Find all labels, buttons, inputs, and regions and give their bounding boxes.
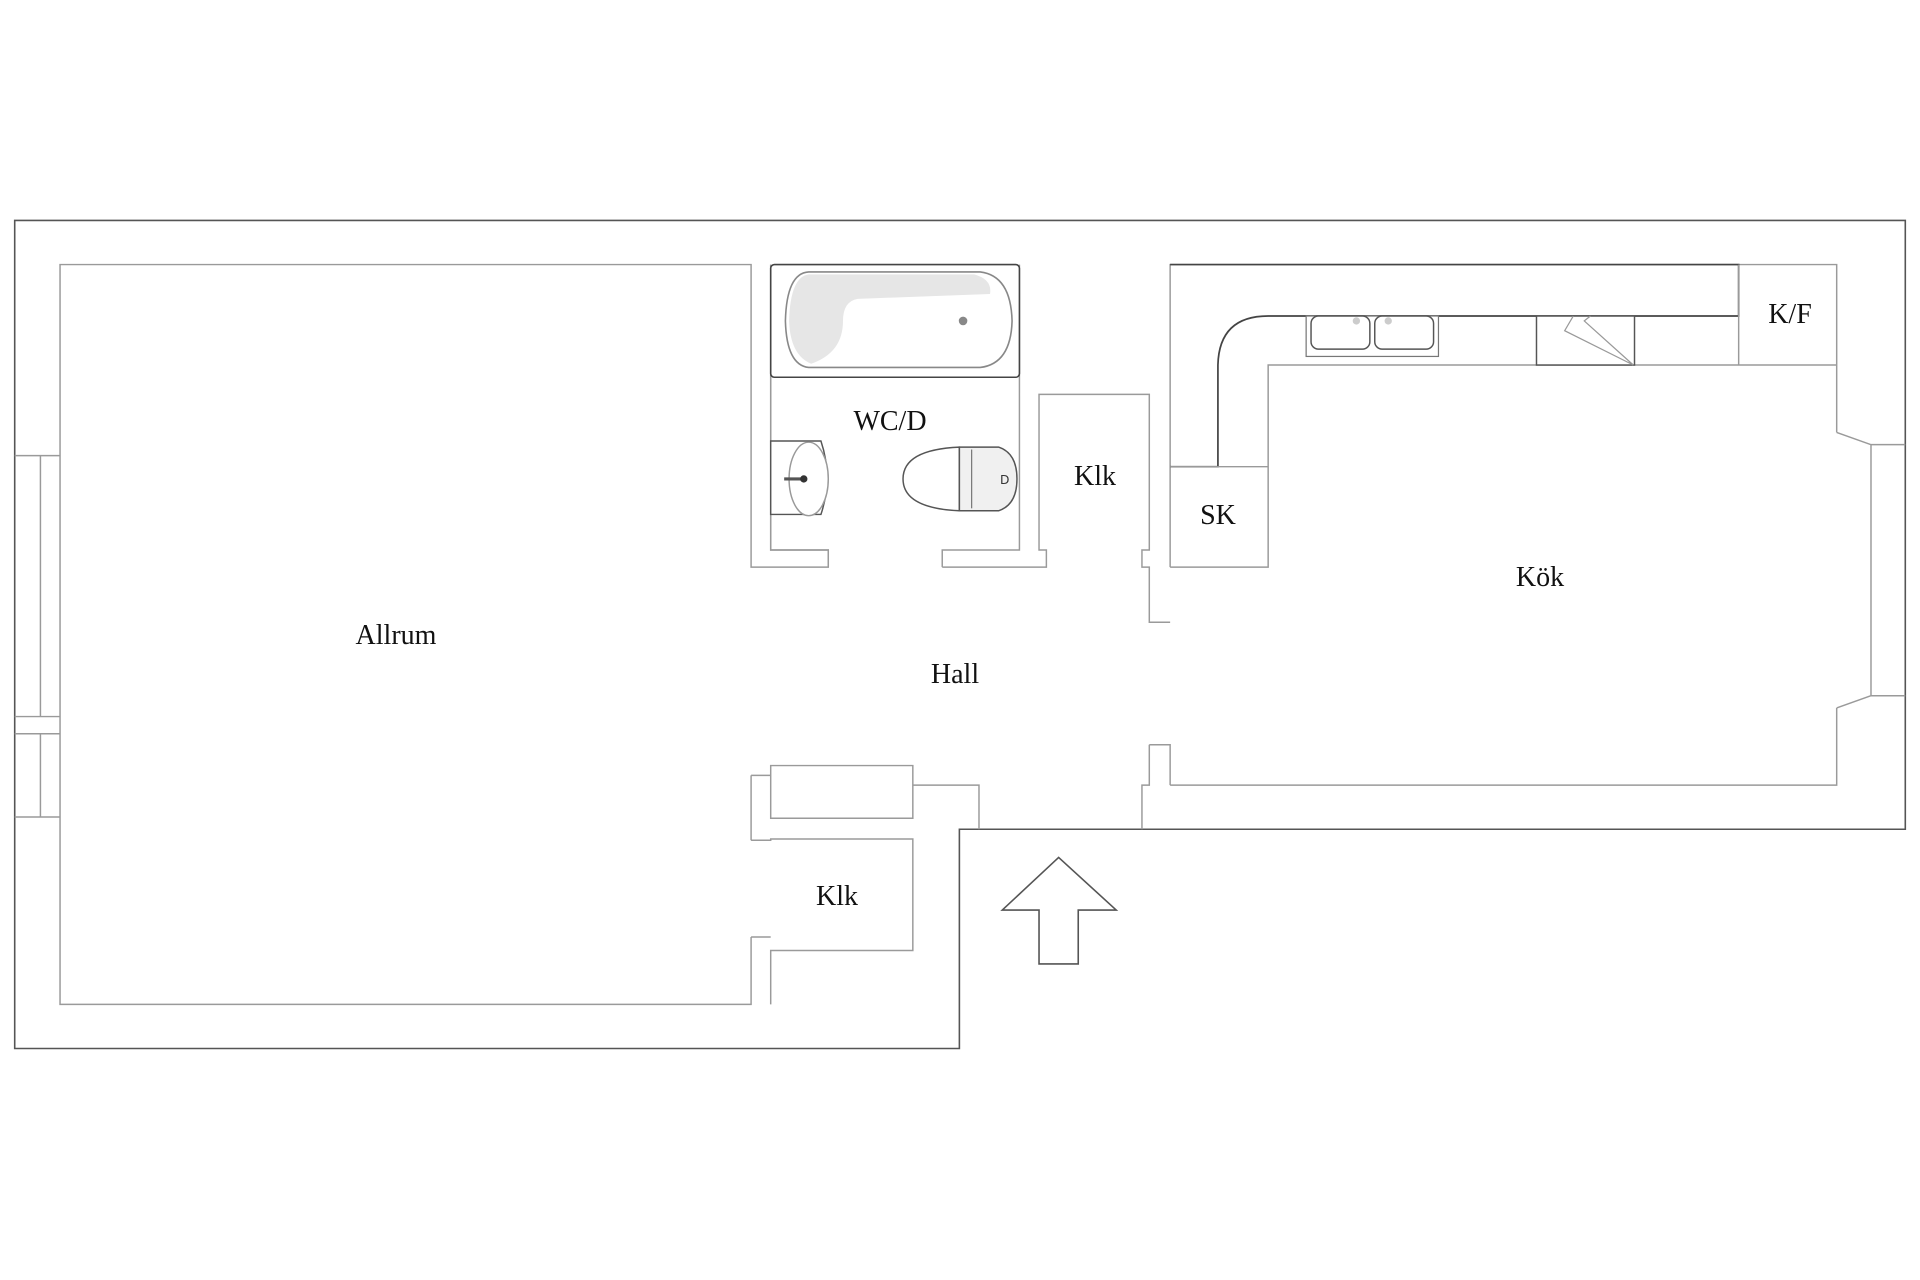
allrum-wall bbox=[59, 263, 830, 1006]
room-label-hall: Hall bbox=[930, 659, 980, 690]
kitchen-window bbox=[1836, 431, 1906, 709]
room-label-klk-upper: Klk bbox=[1074, 461, 1116, 492]
outer-wall bbox=[13, 219, 1907, 1050]
bathtub-icon bbox=[769, 263, 1021, 379]
entrance-arrow-icon[interactable] bbox=[1000, 856, 1119, 965]
kitchen-wall bbox=[1169, 263, 1838, 786]
wcd-wall bbox=[769, 264, 1171, 623]
svg-text:D: D bbox=[1000, 473, 1009, 487]
room-label-klk-lower: Klk bbox=[816, 881, 858, 912]
room-label-kok: Kök bbox=[1515, 562, 1565, 593]
hall-wall-lower bbox=[751, 764, 980, 1005]
room-label-allrum: Allrum bbox=[355, 620, 437, 651]
stove-icon bbox=[1535, 315, 1636, 366]
kitchen-counter-edge bbox=[1170, 264, 1837, 568]
toilet-icon: D bbox=[902, 446, 1018, 512]
room-label-sk: SK bbox=[1200, 500, 1236, 531]
window-left-1 bbox=[14, 454, 61, 818]
double-sink-icon bbox=[1305, 315, 1440, 358]
room-label-kf: K/F bbox=[1768, 299, 1812, 330]
room-label-wcd: WC/D bbox=[853, 406, 927, 437]
washbasin-icon bbox=[769, 440, 830, 517]
hall-door-jamb bbox=[1141, 743, 1171, 830]
